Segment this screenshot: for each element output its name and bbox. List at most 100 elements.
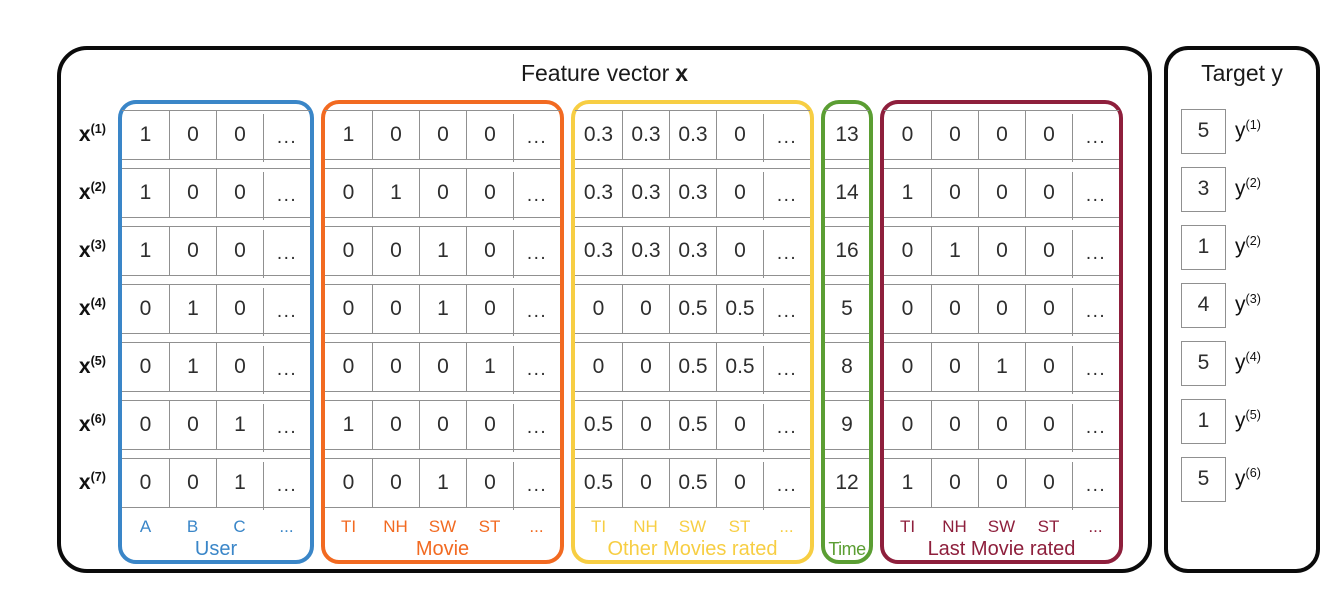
- matrix-cell: ...: [1072, 288, 1119, 336]
- matrix-cell: ...: [513, 346, 560, 394]
- target-label-base: y: [1235, 467, 1246, 490]
- matrix-cell: 0: [139, 471, 152, 494]
- matrix-cell: 0.3: [622, 169, 669, 217]
- matrix-cell: 1: [342, 413, 355, 436]
- matrix-cell: 0: [342, 355, 355, 378]
- matrix-cell: 0: [592, 355, 605, 378]
- matrix-cell: 0: [901, 123, 914, 146]
- matrix-cell: 1: [169, 343, 216, 391]
- matrix-cell: ...: [763, 288, 810, 336]
- target-value-cell: 1: [1181, 224, 1226, 270]
- matrix-cell: 0: [622, 459, 669, 507]
- matrix-cell: 0: [466, 459, 513, 507]
- matrix-cell: 1: [901, 471, 914, 494]
- matrix-cell: 0.5: [669, 459, 716, 507]
- row-label: x(2): [65, 168, 111, 218]
- target-row-label: y(4): [1235, 351, 1261, 375]
- target-label-sup: (2): [1245, 234, 1261, 248]
- row-label: x(6): [65, 400, 111, 450]
- matrix-cell: 1: [139, 239, 152, 262]
- matrix-cell: ...: [763, 404, 810, 452]
- matrix-cell: 0: [592, 297, 605, 320]
- matrix-cell: ...: [263, 462, 310, 510]
- matrix-row-strip: 12: [825, 458, 869, 508]
- target-label-sup: (4): [1245, 350, 1261, 364]
- matrix-cell: 0: [169, 111, 216, 159]
- matrix-cell: 1: [466, 343, 513, 391]
- matrix-cell: ...: [513, 404, 560, 452]
- target-label-base: y: [1235, 119, 1246, 142]
- matrix-cell: 0.5: [716, 285, 763, 333]
- matrix-cell: 0: [216, 169, 263, 217]
- matrix-cell: 0: [931, 111, 978, 159]
- group-movie-label: Movie: [415, 538, 470, 560]
- row-label: x(7): [65, 458, 111, 508]
- target-row-label: y(2): [1235, 235, 1261, 259]
- matrix-cell: 14: [835, 181, 859, 204]
- row-label-sup: (2): [90, 180, 106, 194]
- matrix-cell: 0.3: [669, 111, 716, 159]
- matrix-row-strip: 8: [825, 342, 869, 392]
- matrix-cell: 0: [1025, 401, 1072, 449]
- matrix-cell: 0: [216, 285, 263, 333]
- matrix-cell: 0.5: [669, 343, 716, 391]
- column-letter: ...: [279, 517, 294, 536]
- matrix-cell: 0: [931, 285, 978, 333]
- target-row-label: y(1): [1235, 119, 1261, 143]
- group-last-label: Last Movie rated: [927, 538, 1076, 560]
- matrix-cell: 0: [419, 401, 466, 449]
- matrix-cell: ...: [1072, 404, 1119, 452]
- feature-title-text: Feature vector: [520, 60, 670, 86]
- matrix-cell: ...: [513, 288, 560, 336]
- matrix-cell: 0: [342, 471, 355, 494]
- matrix-cell: 1: [419, 285, 466, 333]
- matrix-cell: 0: [342, 297, 355, 320]
- matrix-cell: 0: [466, 227, 513, 275]
- column-letter: C: [233, 517, 246, 536]
- target-value-cell: 3: [1181, 166, 1226, 212]
- target-row-label: y(6): [1235, 467, 1261, 491]
- matrix-cell: 0.3: [583, 123, 614, 146]
- target-title: Target y: [1201, 60, 1283, 86]
- row-label-base: x: [78, 123, 91, 146]
- matrix-cell: 0: [1025, 169, 1072, 217]
- target-label-base: y: [1235, 351, 1246, 374]
- matrix-cell: 1: [419, 227, 466, 275]
- matrix-cell: 0: [216, 343, 263, 391]
- matrix-cell: 0: [716, 401, 763, 449]
- column-letter: A: [139, 517, 152, 536]
- matrix-cell: 0: [419, 111, 466, 159]
- row-label-sup: (5): [90, 354, 106, 368]
- target-value-cell: 1: [1181, 398, 1226, 444]
- matrix-cell: 0: [1025, 285, 1072, 333]
- target-value-cell: 5: [1181, 456, 1226, 502]
- matrix-cell: ...: [1072, 346, 1119, 394]
- matrix-cell: ...: [513, 230, 560, 278]
- target-label-base: y: [1235, 235, 1246, 258]
- target-label-sup: (6): [1245, 466, 1261, 480]
- matrix-cell: 0: [342, 239, 355, 262]
- matrix-cell: 1: [342, 123, 355, 146]
- target-label-base: y: [1235, 293, 1246, 316]
- column-letter: TI: [340, 517, 357, 536]
- matrix-cell: ...: [263, 404, 310, 452]
- matrix-cell: 0: [169, 459, 216, 507]
- target-label-base: y: [1235, 177, 1246, 200]
